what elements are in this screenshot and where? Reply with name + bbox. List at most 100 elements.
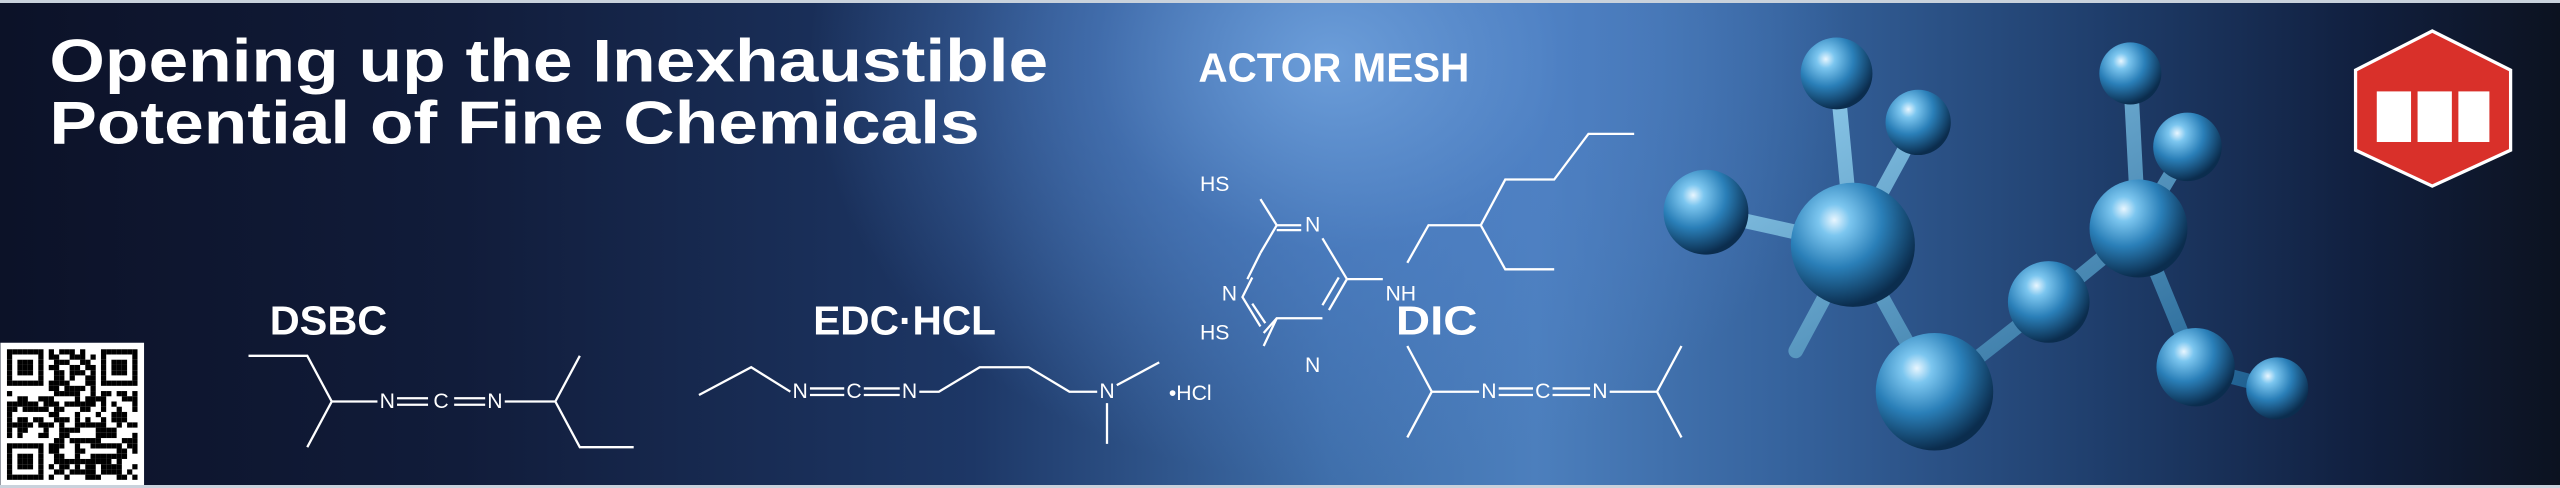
- qr-module: [95, 422, 101, 428]
- qr-module: [48, 474, 54, 480]
- qr-module: [132, 443, 138, 449]
- qr-module: [85, 375, 91, 381]
- qr-module: [85, 359, 91, 365]
- qr-module: [132, 432, 138, 439]
- qr-module: [100, 354, 107, 360]
- qr-module: [116, 453, 122, 459]
- qr-module: [90, 396, 96, 402]
- qr-module: [53, 370, 60, 376]
- qr-module: [64, 458, 70, 465]
- qr-module: [100, 469, 107, 475]
- qr-module: [27, 453, 34, 459]
- qr-module: [111, 427, 117, 433]
- qr-module: [74, 391, 81, 397]
- qr-module: [53, 359, 60, 365]
- qr-module: [100, 375, 107, 381]
- qr-module: [22, 406, 28, 412]
- dsbc-label: DSBC: [270, 298, 388, 344]
- qr-module: [95, 396, 101, 402]
- qr-module: [43, 427, 49, 433]
- atom-n: N: [487, 390, 502, 413]
- qr-module: [127, 443, 133, 449]
- qr-module: [100, 401, 107, 407]
- atom-sphere: [1800, 37, 1873, 110]
- qr-module: [116, 443, 122, 449]
- qr-module: [106, 349, 112, 355]
- qr-module: [17, 349, 23, 355]
- qr-module: [48, 443, 54, 449]
- qr-module: [53, 443, 60, 449]
- qr-code[interactable]: [0, 342, 145, 487]
- qr-module: [53, 375, 60, 381]
- atom-c: C: [1535, 380, 1550, 403]
- qr-module: [69, 385, 75, 392]
- qr-module: [38, 448, 44, 454]
- qr-module: [59, 438, 65, 444]
- qr-module: [85, 438, 91, 444]
- qr-module: [85, 406, 91, 412]
- qr-module: [22, 458, 28, 465]
- qr-module: [38, 359, 44, 365]
- atom-c: C: [846, 380, 861, 403]
- qr-module: [17, 432, 23, 439]
- qr-module: [17, 359, 23, 365]
- qr-module: [38, 406, 44, 412]
- qr-module: [74, 458, 81, 465]
- qr-module: [6, 464, 13, 470]
- qr-module: [90, 401, 96, 407]
- qr-module: [85, 401, 91, 407]
- qr-module: [69, 370, 75, 376]
- qr-module: [59, 453, 65, 459]
- headline-line-2: Potential of Fine Chemicals: [49, 89, 979, 157]
- qr-module: [74, 417, 81, 423]
- qr-module: [132, 364, 138, 371]
- qr-module: [74, 396, 81, 402]
- qr-module: [80, 354, 86, 360]
- qr-module: [106, 464, 112, 470]
- qr-module: [33, 349, 39, 355]
- qr-module: [12, 474, 18, 480]
- qr-module: [38, 469, 44, 475]
- atom-nh: NH: [1385, 282, 1416, 305]
- atom-n: N: [902, 380, 917, 403]
- qr-module: [121, 391, 128, 397]
- qr-module: [22, 370, 28, 376]
- qr-module: [69, 469, 75, 475]
- qr-module: [80, 359, 86, 365]
- qr-module: [59, 464, 65, 470]
- qr-module: [85, 380, 91, 386]
- qr-module: [59, 432, 65, 439]
- qr-module: [12, 406, 18, 412]
- qr-module: [80, 422, 86, 428]
- qr-module: [121, 453, 128, 459]
- qr-module: [90, 469, 96, 475]
- qr-module: [111, 417, 117, 423]
- qr-module: [111, 453, 117, 459]
- qr-module: [111, 401, 117, 407]
- qr-module: [116, 359, 122, 365]
- molecule-illustration: [1663, 37, 2309, 451]
- qr-module: [59, 443, 65, 449]
- qr-module: [74, 364, 81, 371]
- qr-module: [132, 474, 138, 480]
- qr-module: [69, 349, 75, 355]
- qr-module: [17, 453, 23, 459]
- qr-module: [48, 464, 54, 470]
- qr-module: [74, 469, 81, 475]
- qr-module: [116, 380, 122, 386]
- qr-module: [22, 401, 28, 407]
- qr-module: [111, 370, 117, 376]
- company-logo: [2353, 29, 2513, 188]
- qr-module: [74, 443, 81, 449]
- qr-module: [38, 370, 44, 376]
- qr-module: [69, 438, 75, 444]
- qr-module: [6, 453, 13, 459]
- qr-module: [64, 474, 70, 480]
- qr-module: [95, 458, 101, 465]
- qr-module: [74, 448, 81, 454]
- atom-n: N: [793, 380, 808, 403]
- qr-module: [17, 464, 23, 470]
- qr-module: [12, 443, 18, 449]
